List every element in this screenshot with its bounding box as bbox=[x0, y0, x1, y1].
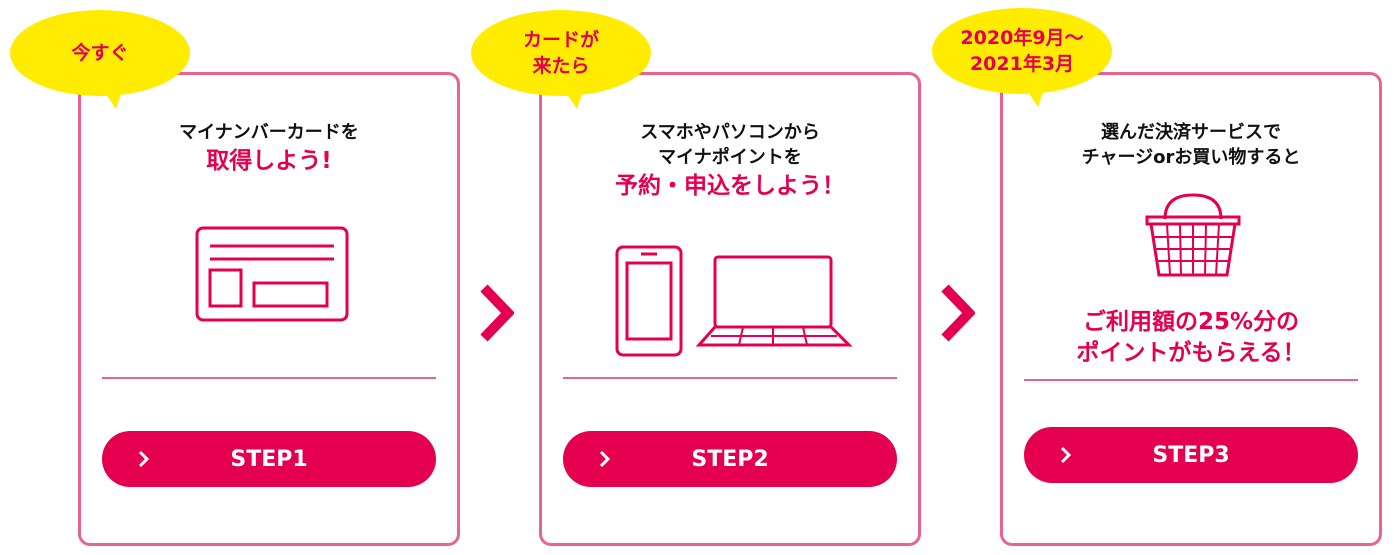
badge-text: 来たら bbox=[532, 55, 590, 77]
headline-line: 選んだ決済サービスで bbox=[1101, 122, 1281, 143]
chevron-right-icon bbox=[941, 284, 975, 342]
headline-line: マイナポイントを bbox=[658, 147, 802, 168]
chevron-right-icon bbox=[138, 450, 150, 468]
headline-line: チャージorお買い物すると bbox=[1081, 147, 1301, 168]
step3-badge: 2020年9月～ 2021年3月 bbox=[932, 8, 1112, 107]
step1-button[interactable]: STEP1 bbox=[102, 431, 436, 487]
step2-badge: カードが 来たら bbox=[471, 10, 651, 109]
badge-text: 2020年9月～ bbox=[960, 27, 1084, 49]
step3-headline: 選んだ決済サービスで チャージorお買い物すると bbox=[1003, 120, 1379, 170]
chevron-right-icon bbox=[480, 284, 514, 342]
step-button-label: STEP2 bbox=[691, 446, 769, 472]
headline-emphasis: 取得しよう! bbox=[206, 148, 332, 174]
step1-badge: 今すぐ bbox=[10, 10, 190, 109]
headline-line: マイナンバーカードを bbox=[179, 122, 359, 143]
id-card-icon bbox=[195, 226, 349, 322]
step-button-label: STEP1 bbox=[230, 446, 308, 472]
chevron-right-icon bbox=[599, 450, 611, 468]
step1-card: マイナンバーカードを 取得しよう! STEP1 bbox=[78, 72, 460, 546]
step3-card: 選んだ決済サービスで チャージorお買い物すると ご利用額の25%分の ポイント… bbox=[1000, 72, 1382, 546]
divider bbox=[563, 377, 897, 379]
step2-button[interactable]: STEP2 bbox=[563, 431, 897, 487]
divider bbox=[102, 377, 436, 379]
step3-emphasis: ご利用額の25%分の ポイントがもらえる！ bbox=[1003, 307, 1379, 369]
headline-line: スマホやパソコンから bbox=[640, 122, 820, 143]
smartphone-laptop-icon bbox=[615, 245, 853, 357]
step3-button[interactable]: STEP3 bbox=[1024, 427, 1358, 483]
step1-headline: マイナンバーカードを 取得しよう! bbox=[81, 120, 457, 177]
headline-emphasis: ポイントがもらえる！ bbox=[1076, 340, 1306, 366]
step-button-label: STEP3 bbox=[1152, 442, 1230, 468]
chevron-right-icon bbox=[1060, 446, 1072, 464]
headline-emphasis: ご利用額の25%分の bbox=[1082, 309, 1300, 335]
step2-headline: スマホやパソコンから マイナポイントを 予約・申込をしよう！ bbox=[542, 120, 918, 202]
badge-text: カードが bbox=[522, 29, 599, 51]
step2-card: スマホやパソコンから マイナポイントを 予約・申込をしよう！ STEP2 bbox=[539, 72, 921, 546]
headline-emphasis: 予約・申込をしよう！ bbox=[615, 173, 845, 199]
shopping-basket-icon bbox=[1145, 193, 1241, 277]
divider bbox=[1024, 379, 1358, 381]
badge-text: 2021年3月 bbox=[969, 53, 1075, 75]
badge-text: 今すぐ bbox=[71, 42, 129, 64]
